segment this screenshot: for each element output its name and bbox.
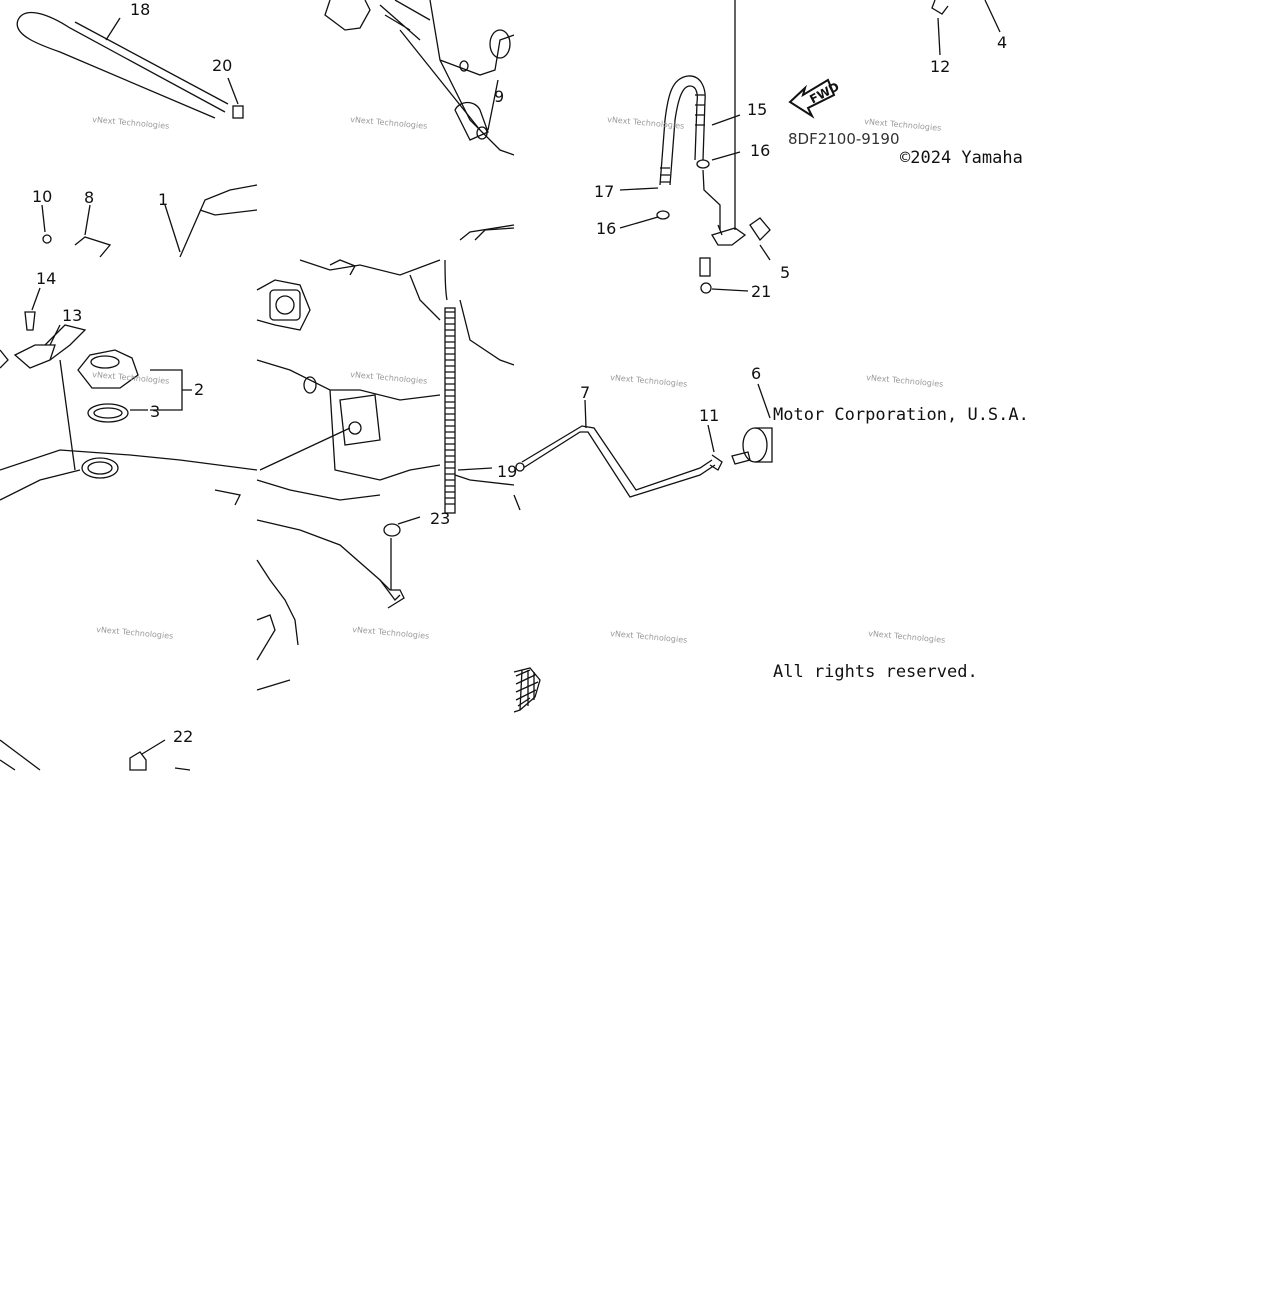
part-label-13: 13 xyxy=(62,306,82,325)
part-label-1: 1 xyxy=(158,190,168,209)
part-label-9: 9 xyxy=(494,87,504,106)
watermark: vNext Technologies xyxy=(868,629,946,645)
tank-bracket-drawing xyxy=(41,184,258,258)
part-label-5: 5 xyxy=(780,263,790,282)
part-label-7: 7 xyxy=(580,383,590,402)
part-label-16-upper: 16 xyxy=(750,141,770,160)
copyright-line-3: All rights reserved. xyxy=(773,662,978,682)
watermark: vNext Technologies xyxy=(866,373,944,389)
part-label-12: 12 xyxy=(930,57,950,76)
hose-18-drawing xyxy=(16,11,244,119)
tank-mount-drawing xyxy=(256,516,421,691)
watermark: vNext Technologies xyxy=(96,625,174,641)
part-label-14: 14 xyxy=(36,269,56,288)
tank-nut-drawing xyxy=(0,739,191,771)
watermark: vNext Technologies xyxy=(92,115,170,131)
part-label-23: 23 xyxy=(430,509,450,528)
part-label-18: 18 xyxy=(130,0,150,19)
part-label-22: 22 xyxy=(173,727,193,746)
part-label-3: 3 xyxy=(150,402,160,421)
part-label-2: 2 xyxy=(194,380,204,399)
part-label-10: 10 xyxy=(32,187,52,206)
part-label-21: 21 xyxy=(751,282,771,301)
copyright-line-1: ©2024 Yamaha xyxy=(900,148,1023,168)
watermark: vNext Technologies xyxy=(350,115,428,131)
part-label-15: 15 xyxy=(747,100,767,119)
part-label-8: 8 xyxy=(84,188,94,207)
watermark: vNext Technologies xyxy=(350,370,428,386)
watermark: vNext Technologies xyxy=(92,370,170,386)
part-label-6: 6 xyxy=(751,364,761,383)
watermark: vNext Technologies xyxy=(607,115,685,131)
fuel-pump-bracket-drawing xyxy=(324,0,515,156)
watermark: vNext Technologies xyxy=(352,625,430,641)
breather-hose-drawing xyxy=(515,257,773,498)
fuel-tank-cap-drawing xyxy=(0,287,258,506)
part-label-20: 20 xyxy=(212,56,232,75)
fwd-arrow: FWD xyxy=(788,78,842,119)
fwd-label: FWD xyxy=(807,79,841,106)
part-label-4: 4 xyxy=(997,33,1007,52)
part-label-16-lower: 16 xyxy=(596,219,616,238)
fuel-tank-body-drawing xyxy=(256,224,521,514)
hose-19-corrugated xyxy=(444,307,456,514)
diagram-reference-code: 8DF2100-9190 xyxy=(788,130,900,148)
fuel-filter-mesh xyxy=(513,667,541,713)
part-label-11: 11 xyxy=(699,406,719,425)
vent-hose-assembly-drawing xyxy=(619,0,1001,261)
part-label-17: 17 xyxy=(594,182,614,201)
part-number-labels: 18 20 9 15 16 17 16 12 4 10 8 1 14 13 2 … xyxy=(32,0,1007,746)
part-label-19: 19 xyxy=(497,462,517,481)
watermark: vNext Technologies xyxy=(610,373,688,389)
watermark: vNext Technologies xyxy=(610,629,688,645)
copyright-line-2: Motor Corporation, U.S.A. xyxy=(773,405,1029,425)
